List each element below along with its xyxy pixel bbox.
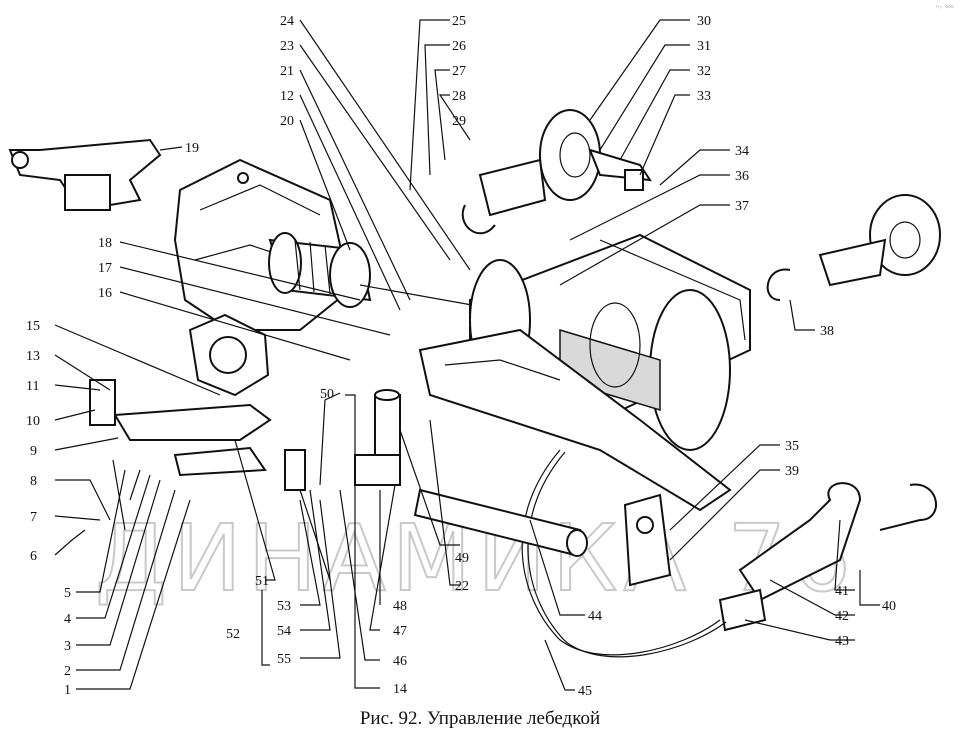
pulley-block-30 xyxy=(461,109,653,235)
callout-45: 45 xyxy=(578,684,592,699)
link-19 xyxy=(8,138,162,212)
callout-40: 40 xyxy=(882,599,896,614)
callout-42: 42 xyxy=(835,609,849,624)
shaft-44 xyxy=(354,389,588,557)
callout-18: 18 xyxy=(98,236,112,251)
callout-4: 4 xyxy=(64,612,71,627)
callout-38: 38 xyxy=(820,324,834,339)
callout-9: 9 xyxy=(30,444,37,459)
callout-14: 14 xyxy=(393,682,407,697)
corner-mark: ⁿ◦ ᵒᵒᵒ xyxy=(936,4,954,12)
callout-23: 23 xyxy=(280,39,294,54)
callout-12: 12 xyxy=(280,89,294,104)
hook-40 xyxy=(718,482,937,632)
leader-lines xyxy=(54,19,880,691)
callout-50: 50 xyxy=(320,387,334,402)
callout-8: 8 xyxy=(30,474,37,489)
callout-13: 13 xyxy=(26,349,40,364)
callout-29: 29 xyxy=(452,114,466,129)
callout-44: 44 xyxy=(588,609,602,624)
callout-47: 47 xyxy=(393,624,407,639)
callout-36: 36 xyxy=(735,169,749,184)
callout-48: 48 xyxy=(393,599,407,614)
callout-37: 37 xyxy=(735,199,749,214)
callout-10: 10 xyxy=(26,414,40,429)
callout-5: 5 xyxy=(64,586,71,601)
callout-31: 31 xyxy=(697,39,711,54)
callout-35: 35 xyxy=(785,439,799,454)
callout-labels: 1 2 3 4 5 6 7 8 9 10 11 12 13 14 15 16 1… xyxy=(26,14,896,699)
callout-34: 34 xyxy=(735,144,749,159)
callout-52: 52 xyxy=(226,627,240,642)
callout-55: 55 xyxy=(277,652,291,667)
lever-assembly xyxy=(89,379,331,581)
callout-24: 24 xyxy=(280,14,294,29)
pulley-block-38 xyxy=(766,194,941,301)
callout-19: 19 xyxy=(185,141,199,156)
callout-16: 16 xyxy=(98,286,112,301)
callout-51: 51 xyxy=(255,574,269,589)
callout-25: 25 xyxy=(452,14,466,29)
cable-45 xyxy=(521,449,727,658)
figure-caption: Рис. 92. Управление лебедкой xyxy=(359,708,601,729)
callout-17: 17 xyxy=(98,261,112,276)
callout-1: 1 xyxy=(64,683,71,698)
callout-53: 53 xyxy=(277,599,291,614)
callout-11: 11 xyxy=(26,379,39,394)
callout-30: 30 xyxy=(697,14,711,29)
callout-43: 43 xyxy=(835,634,849,649)
callout-2: 2 xyxy=(64,664,71,679)
callout-41: 41 xyxy=(835,584,849,599)
callout-6: 6 xyxy=(30,549,37,564)
callout-26: 26 xyxy=(452,39,466,54)
callout-27: 27 xyxy=(452,64,466,79)
callout-54: 54 xyxy=(277,624,291,639)
callout-32: 32 xyxy=(697,64,711,79)
callout-21: 21 xyxy=(280,64,294,79)
callout-7: 7 xyxy=(30,510,37,525)
callout-46: 46 xyxy=(393,654,407,669)
callout-28: 28 xyxy=(452,89,466,104)
cover-plate xyxy=(188,313,270,397)
callout-39: 39 xyxy=(785,464,799,479)
drive-shaft xyxy=(268,232,501,311)
callout-22: 22 xyxy=(455,579,469,594)
brake-band xyxy=(418,328,732,512)
bracket-35 xyxy=(623,493,672,587)
callout-15: 15 xyxy=(26,319,40,334)
callout-33: 33 xyxy=(697,89,711,104)
callout-3: 3 xyxy=(64,639,71,654)
callout-49: 49 xyxy=(455,551,469,566)
callout-20: 20 xyxy=(280,114,294,129)
